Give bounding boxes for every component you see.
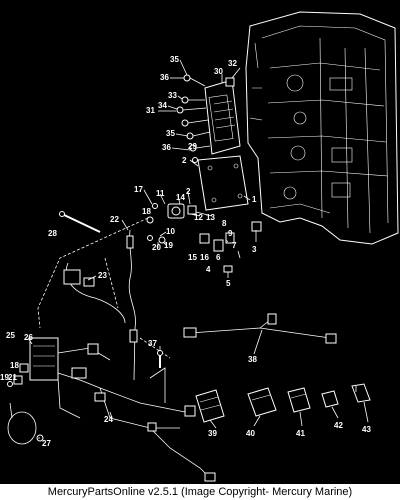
callout-18a: 18 (142, 207, 151, 216)
callout-36b: 36 (162, 143, 171, 152)
callout-32: 32 (228, 59, 237, 68)
callout-7: 7 (232, 241, 237, 250)
callout-1: 1 (252, 195, 257, 204)
callout-24: 24 (104, 415, 113, 424)
callout-18b: 18 (10, 361, 19, 370)
connector-43 (351, 383, 371, 403)
callout-2a: 2 (182, 156, 187, 165)
callout-42: 42 (334, 421, 343, 430)
rod-part (59, 211, 101, 233)
connector-42 (321, 390, 339, 408)
harness-38 (183, 313, 337, 344)
callout-4: 4 (206, 265, 211, 274)
callout-8: 8 (222, 219, 227, 228)
callout-36a: 36 (160, 73, 169, 82)
callout-2b: 2 (186, 187, 191, 196)
callout-9: 9 (228, 229, 233, 238)
callout-27: 27 (42, 439, 51, 448)
wire-loop-27 (7, 402, 44, 445)
callout-28: 28 (48, 229, 57, 238)
callout-15: 15 (188, 253, 197, 262)
connector-39 (195, 389, 225, 423)
callout-17: 17 (134, 185, 143, 194)
harness-23 (63, 262, 126, 324)
callout-33: 33 (168, 91, 177, 100)
callout-10: 10 (166, 227, 175, 236)
callout-20: 20 (152, 243, 161, 252)
mounting-bracket (197, 155, 249, 211)
callout-43: 43 (362, 425, 371, 434)
connector-40 (247, 387, 277, 417)
callout-19b: 19 (0, 373, 9, 382)
callout-31: 31 (146, 106, 155, 115)
callout-34: 34 (158, 101, 167, 110)
callout-41: 41 (296, 429, 305, 438)
callout-40: 40 (246, 429, 255, 438)
callout-3: 3 (252, 245, 257, 254)
screw-set (176, 74, 211, 163)
engine-block (245, 11, 399, 245)
callout-38: 38 (248, 355, 257, 364)
callout-35a: 35 (170, 55, 179, 64)
fastener-37 (157, 350, 163, 368)
main-harness (29, 337, 216, 482)
callout-35b: 35 (166, 129, 175, 138)
copyright-footer: MercuryPartsOnline v2.5.1 (Image Copyrig… (0, 484, 400, 500)
callout-6: 6 (216, 253, 221, 262)
callout-14: 14 (176, 193, 185, 202)
callout-19: 19 (164, 241, 173, 250)
callout-26: 26 (24, 333, 33, 342)
control-module (204, 77, 241, 155)
sensor-cable (128, 229, 136, 381)
callout-39: 39 (208, 429, 217, 438)
callout-25: 25 (6, 331, 15, 340)
callout-16: 16 (200, 253, 209, 262)
callout-11: 11 (156, 189, 165, 198)
callout-labels: 35 32 30 36 33 34 31 35 29 36 2 1 17 11 … (0, 55, 371, 448)
callout-12: 12 (194, 213, 203, 222)
callout-29: 29 (188, 142, 197, 151)
callout-5: 5 (226, 279, 231, 288)
connector-41 (287, 387, 311, 413)
small-parts-left (7, 363, 29, 387)
callout-37: 37 (148, 339, 157, 348)
callout-22: 22 (110, 215, 119, 224)
leader-lines (27, 59, 369, 439)
callout-13: 13 (206, 213, 215, 222)
callout-21: 21 (8, 373, 17, 382)
callout-23: 23 (98, 271, 107, 280)
callout-30: 30 (214, 67, 223, 76)
